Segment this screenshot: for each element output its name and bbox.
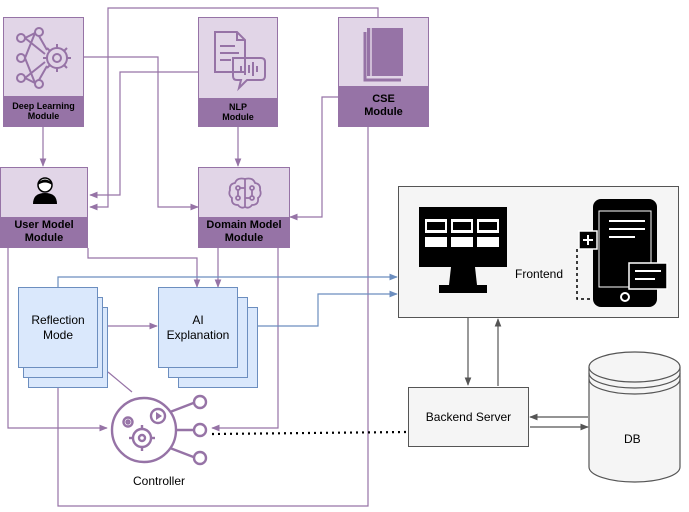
hub-gear-icon[interactable] xyxy=(104,392,210,468)
edge-reflection-to-controller xyxy=(107,371,133,393)
database-cylinder-icon[interactable] xyxy=(588,351,682,485)
backend-server-label: Backend Server xyxy=(425,410,512,424)
domain-model-module[interactable]: Domain Model Module xyxy=(198,167,290,248)
deep-learning-module[interactable]: Deep Learning Module xyxy=(3,17,84,127)
db-label: DB xyxy=(624,432,641,446)
frontend-label: Frontend xyxy=(515,267,564,281)
controller-label: Controller xyxy=(133,474,186,488)
edge-cse-to-reflection xyxy=(54,127,369,507)
ai-explanation[interactable]: AI Explanation xyxy=(158,287,238,368)
edge-cse-to-user xyxy=(89,7,379,211)
user-model-module-label: User Model Module xyxy=(1,217,87,247)
backend-server[interactable]: Backend Server xyxy=(408,387,529,447)
cse-module-label: CSE Module xyxy=(339,86,428,126)
document-speech-icon xyxy=(214,31,266,92)
edge-nlp-to-user xyxy=(89,71,198,199)
neural-network-gear-icon xyxy=(16,27,71,89)
user-model-module[interactable]: User Model Module xyxy=(0,167,88,248)
edge-domain-to-controller xyxy=(211,248,279,432)
mobile-app-icon xyxy=(576,199,668,307)
reflection-mode[interactable]: Reflection Mode xyxy=(18,287,98,368)
deep-learning-module-label: Deep Learning Module xyxy=(4,96,83,126)
reflection-mode-label: Reflection Mode xyxy=(31,312,85,342)
nlp-module[interactable]: NLP Module xyxy=(198,17,278,127)
book-icon xyxy=(363,28,403,82)
edge-dl-to-domain xyxy=(84,56,199,211)
edge-controller-to-backend-dotted xyxy=(211,430,408,436)
brain-chip-icon xyxy=(228,177,262,209)
edge-ai-to-frontend xyxy=(238,290,398,327)
frontend[interactable]: Frontend xyxy=(398,186,679,318)
cse-module[interactable]: CSE Module xyxy=(338,17,429,127)
edge-cse-to-domain xyxy=(289,96,338,221)
edge-user-to-ai xyxy=(87,248,201,288)
ai-explanation-label: AI Explanation xyxy=(166,312,230,342)
user-icon xyxy=(33,177,57,204)
domain-model-module-label: Domain Model Module xyxy=(199,217,289,247)
nlp-module-label: NLP Module xyxy=(199,98,277,126)
edge-reflection-to-frontend xyxy=(57,273,398,288)
edge-user-to-controller xyxy=(7,248,108,432)
monitor-icon xyxy=(419,207,507,293)
